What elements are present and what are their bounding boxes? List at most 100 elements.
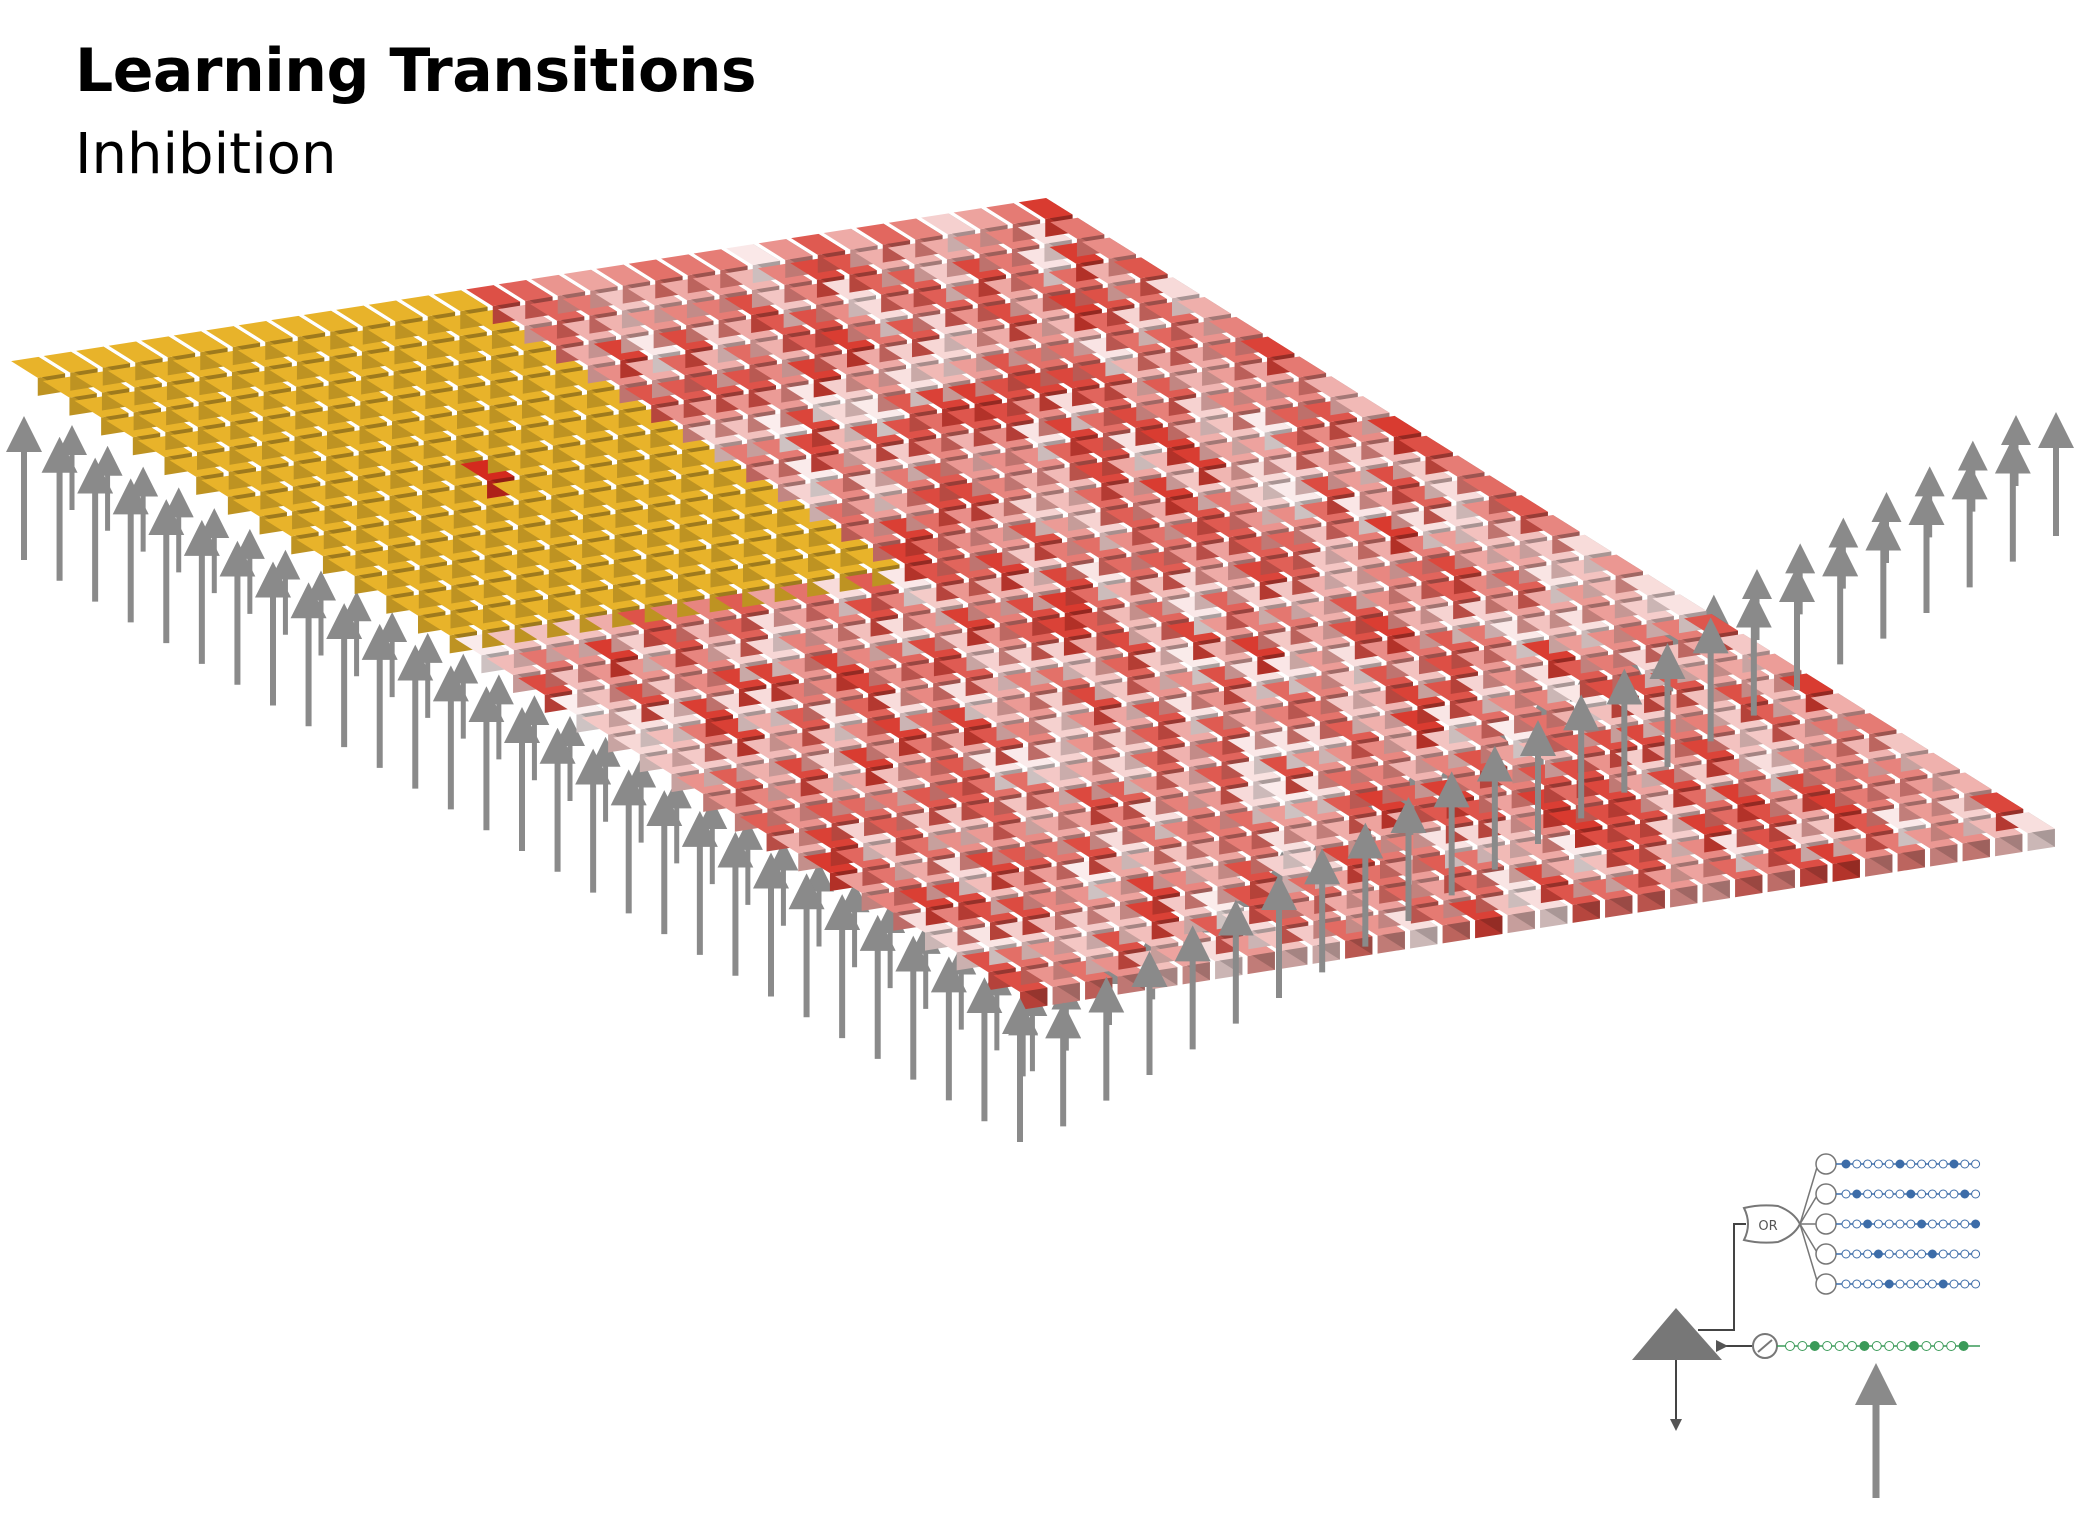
- synapse-dot: [1917, 1159, 1927, 1169]
- synapse-dot: [1841, 1189, 1851, 1199]
- synapse-dot: [1971, 1249, 1981, 1259]
- synapse-dot: [1927, 1219, 1937, 1229]
- synapse-dot: [1938, 1219, 1948, 1229]
- synapse-dot: [1852, 1249, 1862, 1259]
- synapse-dot: [1971, 1219, 1981, 1229]
- synapse-dot: [1960, 1189, 1970, 1199]
- synapse-dot: [1847, 1341, 1857, 1351]
- synapse-dot: [1927, 1249, 1937, 1259]
- neuron-legend: OR: [1632, 1153, 1981, 1498]
- synapse-dot: [1841, 1279, 1851, 1289]
- synapse-dot: [1927, 1189, 1937, 1199]
- synapse-dot: [1938, 1279, 1948, 1289]
- synapse-dot: [1906, 1159, 1916, 1169]
- synapse-dot: [1906, 1219, 1916, 1229]
- page-subtitle: Inhibition: [75, 122, 337, 187]
- or-gate-label: OR: [1758, 1219, 1777, 1234]
- synapse-dot: [1960, 1249, 1970, 1259]
- synapse-dot: [1971, 1279, 1981, 1289]
- synapse-dot: [1895, 1189, 1905, 1199]
- threshold-icon: [1815, 1213, 1837, 1235]
- column-cells: [11, 197, 2055, 1011]
- synapse-dot: [1884, 1341, 1895, 1351]
- synapse-dot: [1873, 1279, 1883, 1289]
- synapse-dot: [1852, 1189, 1862, 1199]
- distal-segments: [1799, 1153, 1981, 1295]
- synapse-dot: [1927, 1279, 1937, 1289]
- synapse-dot: [1938, 1159, 1948, 1169]
- synapse-dot: [1873, 1189, 1883, 1199]
- synapse-dot: [1859, 1341, 1870, 1351]
- synapse-dot: [1938, 1249, 1948, 1259]
- synapse-dot: [1949, 1249, 1959, 1259]
- threshold-icon: [1815, 1273, 1837, 1295]
- active-column-cell: [1838, 837, 1893, 877]
- synapse-dot: [1909, 1341, 1919, 1351]
- synapse-dot: [1863, 1279, 1873, 1289]
- synapse-dot: [1852, 1279, 1862, 1289]
- synapse-dot: [1938, 1189, 1948, 1199]
- synapse-dot: [1906, 1249, 1916, 1259]
- active-column-cell: [2000, 812, 2055, 852]
- synapse-dot: [1884, 1249, 1894, 1259]
- threshold-icon: [1815, 1153, 1837, 1175]
- synapse-dot: [1960, 1279, 1970, 1289]
- input-arrows-front: [6, 412, 2074, 1142]
- synapse-dot: [1841, 1219, 1851, 1229]
- synapse-dot: [1949, 1279, 1959, 1289]
- synapse-dot: [1884, 1159, 1894, 1169]
- synapse-dot: [1896, 1341, 1907, 1351]
- synapse-dot: [1863, 1249, 1873, 1259]
- threshold-icon: [1815, 1243, 1837, 1265]
- synapse-dot: [1873, 1249, 1883, 1259]
- synapse-dot: [1884, 1219, 1894, 1229]
- synapse-dot: [1921, 1341, 1932, 1351]
- synapse-dot: [1834, 1341, 1845, 1351]
- active-column-cell: [1610, 873, 1665, 913]
- synapse-dot: [1895, 1249, 1905, 1259]
- synapse-dot: [1863, 1159, 1873, 1169]
- synapse-dot: [1917, 1279, 1927, 1289]
- page-title: Learning Transitions: [75, 36, 757, 106]
- or-gate-icon: OR: [1742, 1204, 1802, 1244]
- synapse-dot: [1971, 1159, 1981, 1169]
- synapse-dot: [1960, 1159, 1970, 1169]
- synapse-dot: [1906, 1279, 1916, 1289]
- synapse-dot: [1895, 1279, 1905, 1289]
- synapse-dot: [1873, 1159, 1883, 1169]
- synapse-dot: [1949, 1189, 1959, 1199]
- synapse-dot: [1949, 1159, 1959, 1169]
- synapse-dot: [1873, 1219, 1883, 1229]
- synapse-dot: [1822, 1341, 1833, 1351]
- synapse-dot: [1927, 1159, 1937, 1169]
- synapse-dot: [1884, 1189, 1894, 1199]
- synapse-dot: [1958, 1341, 1969, 1351]
- synapse-dot: [1917, 1249, 1927, 1259]
- synapse-dot: [1884, 1279, 1894, 1289]
- synapse-dot: [1960, 1219, 1970, 1229]
- synapse-dot: [1863, 1189, 1873, 1199]
- synapse-dot: [1895, 1159, 1905, 1169]
- active-column-cell: [1805, 842, 1860, 882]
- synapse-dot: [1917, 1189, 1927, 1199]
- distal-dendrite-line: [1698, 1223, 1746, 1331]
- synapse-dot: [1933, 1341, 1944, 1351]
- synapse-dot: [1797, 1341, 1808, 1351]
- synapse-dot: [1863, 1219, 1873, 1229]
- synapse-dot: [1852, 1219, 1862, 1229]
- synapse-dot: [1841, 1159, 1851, 1169]
- synapse-dot: [1917, 1219, 1927, 1229]
- synapse-dot: [1949, 1219, 1959, 1229]
- synapse-dot: [1971, 1189, 1981, 1199]
- synapse-dot: [1841, 1249, 1851, 1259]
- synapse-dot: [1809, 1341, 1820, 1351]
- synapse-dot: [1871, 1341, 1882, 1351]
- proximal-segment: [1777, 1341, 1980, 1351]
- synapse-dot: [1785, 1341, 1795, 1351]
- synapse-dot: [1852, 1159, 1862, 1169]
- threshold-icon: [1815, 1183, 1837, 1205]
- synapse-dot: [1946, 1341, 1957, 1351]
- threshold-icon: [1752, 1333, 1778, 1359]
- synapse-dot: [1906, 1189, 1916, 1199]
